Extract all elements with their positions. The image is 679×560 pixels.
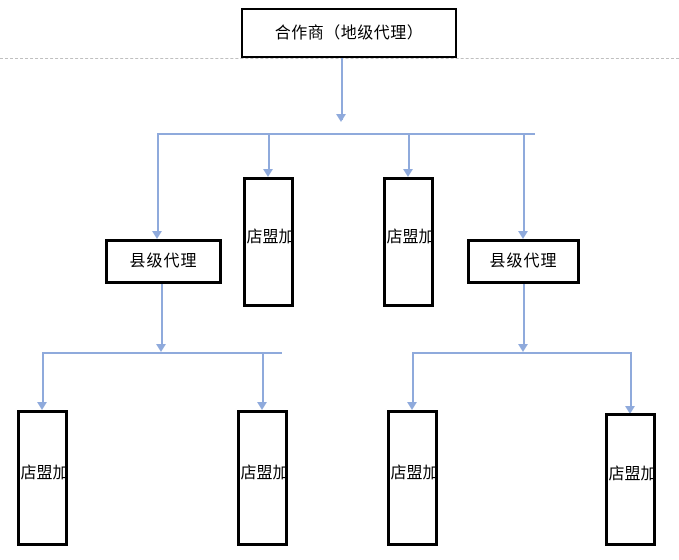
node-agent-left-label: 县级代理 bbox=[129, 251, 198, 271]
connector-drop-store-mid-left bbox=[268, 133, 270, 169]
node-agent-right[interactable]: 县级代理 bbox=[467, 239, 580, 284]
connector-drop-agent-right bbox=[523, 133, 525, 231]
node-store-bottom-3[interactable]: 加 盟 店 bbox=[387, 410, 439, 546]
connector-distribution-bar-left bbox=[42, 352, 282, 354]
page-guide-line bbox=[0, 58, 679, 59]
connector-drop-store-bottom-3 bbox=[412, 352, 414, 402]
arrowhead-agent-left-stem bbox=[156, 344, 166, 352]
connector-drop-store-mid-right bbox=[408, 133, 410, 169]
arrowhead-store-bottom-1 bbox=[37, 402, 47, 410]
node-store-bottom-4[interactable]: 加 盟 店 bbox=[605, 413, 657, 546]
arrowhead-agent-right-stem bbox=[518, 344, 528, 352]
connector-drop-store-bottom-4 bbox=[630, 352, 632, 406]
arrowhead-store-bottom-4 bbox=[625, 406, 635, 414]
arrowhead-store-bottom-3 bbox=[407, 402, 417, 410]
node-store-bottom-2[interactable]: 加 盟 店 bbox=[237, 410, 289, 546]
connector-drop-store-bottom-2 bbox=[262, 352, 264, 402]
node-store-mid-left-label: 加 盟 店 bbox=[243, 227, 295, 257]
node-store-bottom-2-label: 加 盟 店 bbox=[237, 463, 289, 493]
node-store-bottom-1[interactable]: 加 盟 店 bbox=[17, 410, 69, 546]
node-agent-right-label: 县级代理 bbox=[489, 251, 558, 271]
arrowhead-agent-right bbox=[518, 231, 528, 239]
connector-distribution-bar-right bbox=[412, 352, 630, 354]
node-root-partner-label: 合作商（地级代理） bbox=[274, 22, 424, 42]
node-store-mid-left[interactable]: 加 盟 店 bbox=[243, 177, 295, 307]
connector-drop-agent-left bbox=[157, 133, 159, 231]
node-root-partner[interactable]: 合作商（地级代理） bbox=[241, 8, 457, 58]
connector-agent-right-stem bbox=[523, 284, 525, 344]
node-store-bottom-1-label: 加 盟 店 bbox=[17, 463, 69, 493]
node-agent-left[interactable]: 县级代理 bbox=[105, 239, 222, 284]
arrowhead-store-mid-right bbox=[403, 169, 413, 177]
arrowhead-root-stem bbox=[336, 114, 346, 122]
node-store-bottom-3-label: 加 盟 店 bbox=[387, 463, 439, 493]
arrowhead-agent-left bbox=[152, 231, 162, 239]
arrowhead-store-mid-left bbox=[263, 169, 273, 177]
node-store-mid-right-label: 加 盟 店 bbox=[383, 227, 435, 257]
connector-agent-left-stem bbox=[161, 284, 163, 344]
connector-root-stem bbox=[341, 58, 343, 120]
node-store-bottom-4-label: 加 盟 店 bbox=[605, 465, 657, 494]
connector-distribution-bar-1 bbox=[157, 133, 535, 135]
connector-drop-store-bottom-1 bbox=[42, 352, 44, 402]
node-store-mid-right[interactable]: 加 盟 店 bbox=[383, 177, 435, 307]
arrowhead-store-bottom-2 bbox=[257, 402, 267, 410]
